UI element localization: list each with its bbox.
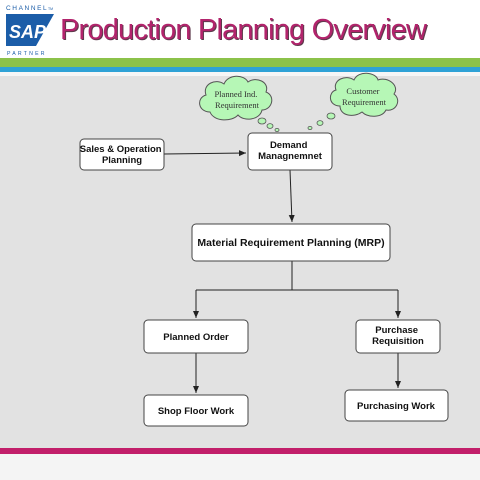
footer-area [0, 454, 480, 480]
logo-brand: SAP [9, 22, 47, 42]
logo-bottom-text: PARTNER [7, 51, 47, 57]
arrow-sop-to-demand [163, 150, 247, 157]
node-label-line: Planning [102, 155, 142, 166]
sap-channel-partner-logo: CHANNEL TM SAP PARTNER [4, 2, 56, 58]
node-label-line: Material Requirement Planning (MRP) [197, 237, 384, 249]
page-title: Production Planning Overview [60, 14, 427, 46]
node-label-line: Sales & Operation [80, 144, 162, 155]
cloud-customer-requirement: Customer Requirement [307, 72, 399, 131]
node-label-line: Purchasing Work [357, 401, 436, 412]
svg-text:Shop Floor Work: Shop Floor Work [158, 406, 235, 417]
node-label-line: Shop Floor Work [158, 406, 235, 417]
node-planned-order: Planned Order [143, 319, 249, 354]
node-label-line: Managnemnet [258, 151, 323, 162]
header-stripe-blue [0, 67, 480, 72]
node-sales-operation-planning: Sales & Operation Planning [79, 138, 165, 171]
node-label-line: Requisition [372, 336, 424, 347]
svg-text:Purchase Requisition: Purchase Requisition [372, 325, 424, 347]
node-shop-floor-work: Shop Floor Work [143, 394, 249, 427]
node-purchase-requisition: Purchase Requisition [355, 319, 441, 354]
node-demand-management: Demand Managnemnet [247, 132, 333, 171]
node-purchasing-work: Purchasing Work [344, 389, 449, 422]
svg-text:Purchasing Work: Purchasing Work [357, 401, 436, 412]
cloud-text-line: Customer [346, 86, 379, 96]
svg-text:Material Requirement Planning: Material Requirement Planning (MRP) [197, 237, 384, 249]
cloud-text-line: Requirement [215, 100, 260, 110]
arrow-demand-to-mrp [288, 169, 295, 223]
cloud-planned-ind-requirement: Planned Ind. Requirement [199, 75, 280, 132]
slide-header: CHANNEL TM SAP PARTNER Production Planni… [0, 0, 480, 62]
svg-text:Demand Managnemnet: Demand Managnemnet [258, 140, 323, 162]
node-label-line: Purchase [375, 325, 418, 336]
cloud-text-line: Requirement [342, 97, 387, 107]
svg-text:Planned Order: Planned Order [163, 332, 229, 343]
node-label-line: Demand [270, 140, 308, 151]
footer-stripe-magenta [0, 448, 480, 454]
node-mrp: Material Requirement Planning (MRP) [191, 223, 391, 262]
logo-tm: TM [48, 7, 53, 11]
header-stripe-light [0, 72, 480, 76]
node-label-line: Planned Order [163, 332, 229, 343]
cloud-text-line: Planned Ind. [214, 89, 257, 99]
logo-top-text: CHANNEL [6, 5, 48, 12]
svg-text:Customer Requirement: Customer Requirement [342, 86, 387, 107]
svg-text:Sales & Operation Planni: Sales & Operation Planning [80, 144, 164, 166]
connectors [163, 150, 401, 393]
header-stripe-green [0, 58, 480, 67]
svg-text:Planned Ind. Requirement: Planned Ind. Requirement [214, 89, 259, 110]
logo-badge [6, 14, 54, 46]
